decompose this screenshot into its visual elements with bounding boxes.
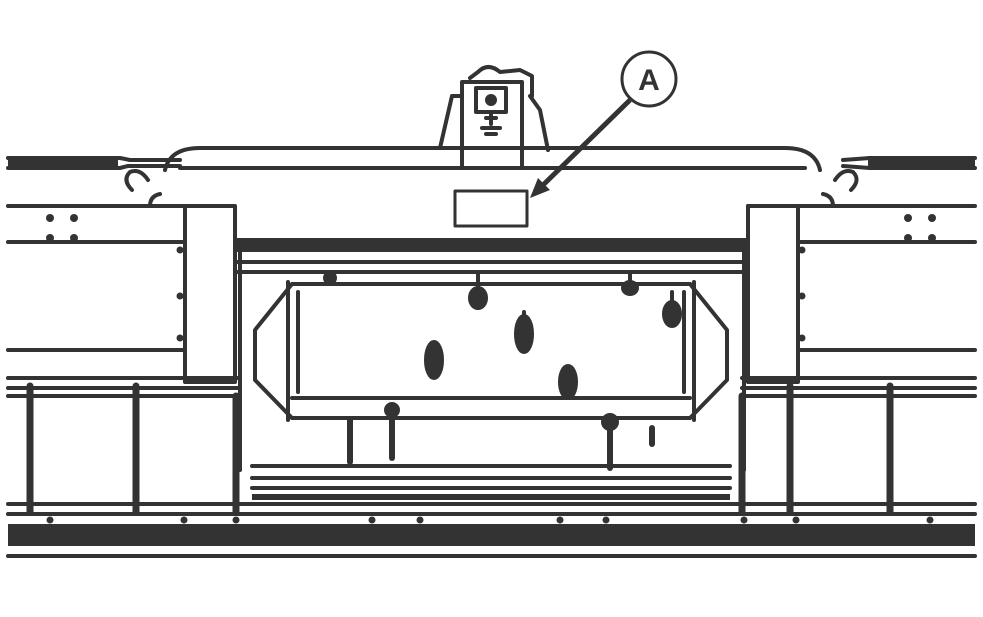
housing-body — [253, 280, 729, 422]
callout-a: A — [530, 50, 678, 198]
top-frame-rails — [6, 156, 977, 170]
callout-circle — [620, 50, 678, 108]
drawing-lines — [6, 65, 977, 558]
rivets — [46, 214, 936, 524]
callout-arrowhead — [530, 178, 550, 198]
lower-posts — [26, 382, 894, 516]
callout-leader-line — [538, 98, 632, 190]
bottom-base-rails — [6, 502, 977, 558]
callout-label: A — [638, 64, 660, 97]
right-side-frame — [740, 192, 977, 398]
top-module — [438, 65, 550, 170]
lower-hangers — [347, 402, 655, 471]
lower-center-rails — [250, 464, 732, 500]
center-beam — [234, 238, 750, 472]
mounting-studs — [323, 270, 682, 400]
left-side-frame — [6, 192, 242, 398]
label-target-rectangle — [453, 189, 529, 228]
